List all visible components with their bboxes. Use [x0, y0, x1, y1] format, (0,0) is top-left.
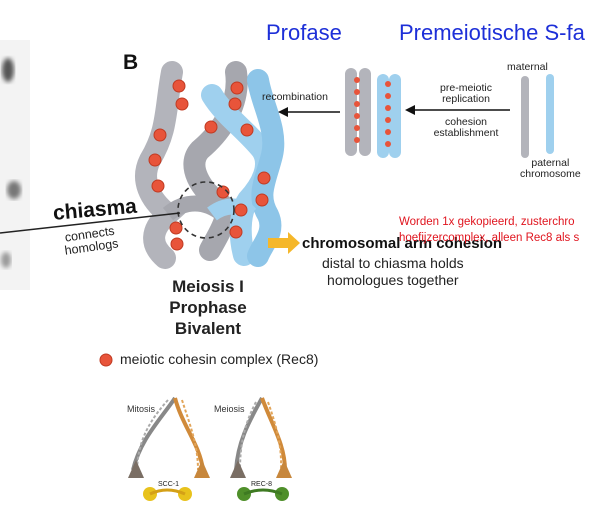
annotation-note-line-2: hoefijzercomplex, alleen Rec8 als s — [399, 232, 580, 244]
blue-chromatid-outer — [247, 69, 285, 267]
recombination-chromosomes — [345, 68, 401, 158]
label-maternal: maternal — [507, 61, 548, 73]
label-arm-cohesion: chromosomal arm cohesion — [302, 235, 503, 252]
label-mitosis: Mitosis — [127, 404, 156, 414]
chiasma-circle — [177, 181, 235, 239]
legend-cohesin-dot — [99, 353, 113, 367]
legend-label: meiotic cohesin complex (Rec8) — [120, 351, 319, 367]
label-paternal-chromosome: paternal chromosome — [520, 157, 581, 180]
gray-chromatid-outer — [135, 61, 186, 269]
mitosis-cohesin-ring — [128, 396, 210, 501]
meiosis-cohesin-ring — [230, 397, 292, 501]
maternal-chromosome — [521, 76, 529, 158]
annotation-note-line-1: Worden 1x gekopieerd, zusterchro — [399, 216, 575, 228]
label-distal-holds: distal to chiasma holds homologues toget… — [322, 255, 464, 288]
label-cohesion-establishment: cohesion establishment — [433, 116, 499, 139]
heading-premeiotic-s-phase: Premeiotische S-fa — [399, 20, 585, 45]
cohesin-dots — [148, 79, 271, 251]
label-scc1: SCC-1 — [158, 481, 180, 488]
paternal-chromosome — [546, 74, 554, 154]
label-rec8: REC-8 — [251, 481, 273, 488]
meiosis-prophase-bivalent-title: Meiosis I Prophase Bivalent — [169, 277, 247, 338]
panel-letter: B — [123, 51, 139, 74]
label-meiosis: Meiosis — [214, 404, 245, 414]
label-premeiotic-replication: pre-meiotic replication — [440, 82, 492, 105]
yellow-arrow — [268, 232, 300, 254]
blot-image-strip — [0, 40, 30, 290]
label-recombination: recombination — [262, 91, 328, 103]
heading-profase: Profase — [266, 20, 342, 45]
chiasma-pointer-line — [0, 212, 181, 234]
